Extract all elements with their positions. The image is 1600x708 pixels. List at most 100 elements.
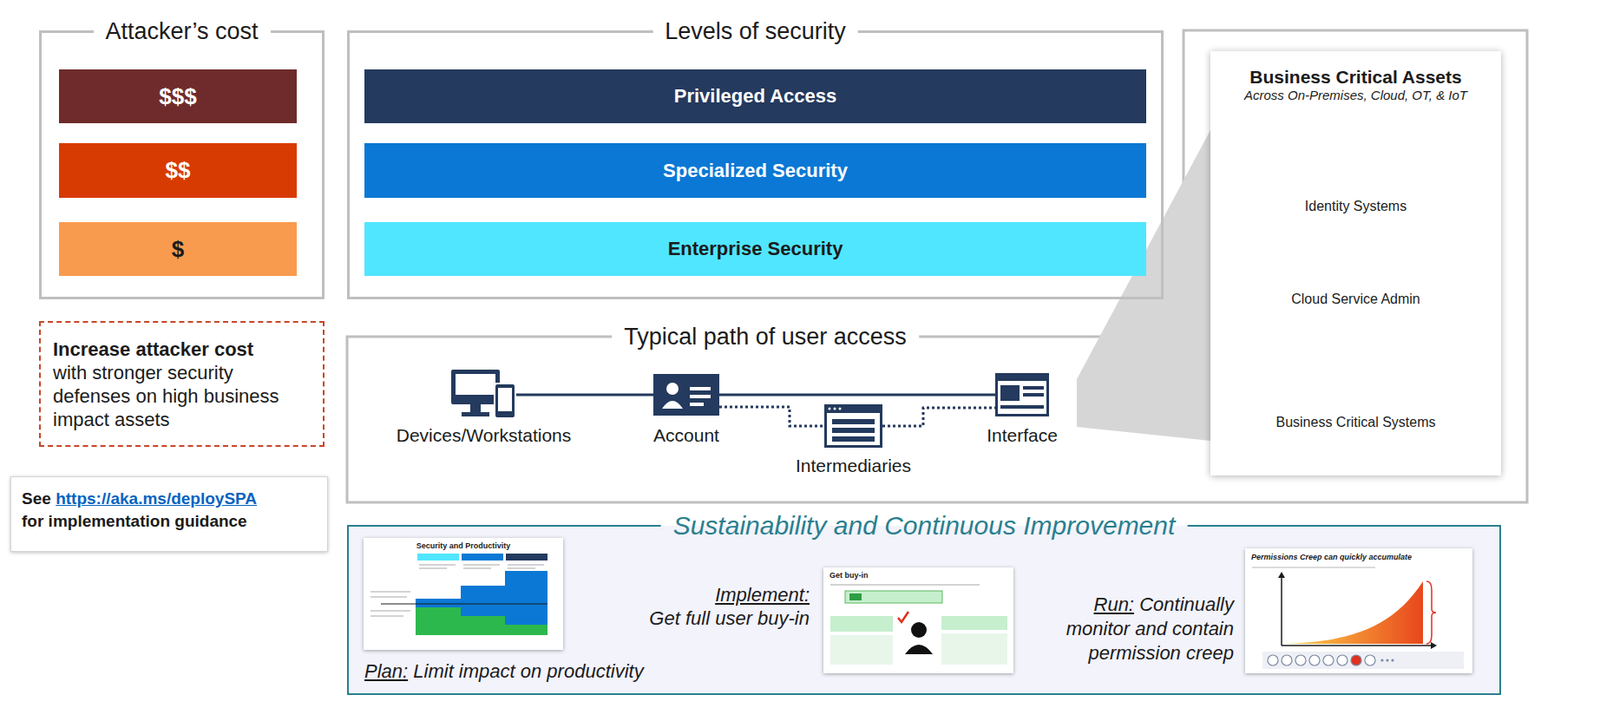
card xyxy=(653,373,720,416)
card-subtitle: Across On-Premises, Cloud, OT, & IoT xyxy=(1210,87,1502,104)
caption-group: Implement:Get full user buy-in xyxy=(549,583,810,630)
node-label: Interface xyxy=(986,425,1058,446)
monitor-stand xyxy=(470,404,481,413)
interface-icon xyxy=(995,373,1050,416)
thumb-box xyxy=(830,616,893,632)
panel-heading: Attacker’s cost xyxy=(92,17,270,46)
dotted-connector xyxy=(719,406,825,427)
guidance-text: for implementation guidance xyxy=(21,510,317,533)
cost-bar: $$ xyxy=(59,143,297,198)
cost-bar: $ xyxy=(59,222,297,276)
thumb-axis xyxy=(1281,644,1435,647)
asset-item: Identity Systems xyxy=(1210,197,1502,216)
thumbnail-title: Permissions Creep can quickly accumulate xyxy=(1251,552,1412,563)
step-text: Continually monitor and contain permissi… xyxy=(1066,593,1234,664)
thumb-axis-head xyxy=(1278,571,1437,650)
thumb-person-head xyxy=(911,622,927,638)
security-band: Specialized Security xyxy=(364,143,1147,198)
thumb-creep-area xyxy=(1283,581,1423,644)
thumb-toolbar xyxy=(1262,651,1464,669)
panel-heading: Typical path of user access xyxy=(611,322,919,351)
node-label: Devices/Workstations xyxy=(396,425,572,446)
step-name: Run: xyxy=(1094,593,1135,616)
asset-item: Business Critical Systems xyxy=(1210,413,1502,432)
intermediaries-icon xyxy=(824,404,883,447)
interface-node: Interface xyxy=(995,373,1050,417)
thumb-bar xyxy=(505,553,548,561)
sustain-panel-frame xyxy=(347,525,1501,695)
devices-node: Devices/Workstations xyxy=(451,369,517,420)
thumb-axis xyxy=(1280,574,1283,646)
access-outline xyxy=(347,30,1528,503)
plan-thumbnail xyxy=(363,537,564,650)
callout-heading: Increase attacker cost xyxy=(52,337,311,361)
thumbnail-title: Get buy-in xyxy=(829,570,869,581)
cost-panel: Attacker’s cost$$$$$$ xyxy=(39,30,325,300)
devices-icon xyxy=(451,369,516,419)
dotted-connector xyxy=(882,407,996,427)
thumb-dots xyxy=(1380,658,1394,662)
thumb-box xyxy=(845,590,943,604)
window-line xyxy=(1022,386,1044,390)
window-line xyxy=(1000,405,1044,409)
card-line xyxy=(689,402,704,407)
levels-panel: Levels of securityPrivileged AccessSpeci… xyxy=(347,30,1164,300)
thumbnail-title: Security and Productivity xyxy=(363,541,564,551)
person-body xyxy=(662,400,683,409)
monitor xyxy=(451,369,500,405)
guidance-text: See xyxy=(21,489,52,508)
window-row xyxy=(832,436,875,442)
thumb-check xyxy=(898,611,909,623)
tablet-screen xyxy=(498,387,512,412)
caption-group: Run:Continually monitor and contain perm… xyxy=(1025,592,1234,666)
guidance-link: https://aka.ms/deploySPA xyxy=(55,489,257,508)
callout-box: Increase attacker costwith stronger secu… xyxy=(39,321,325,447)
asset-item: Cloud Service Admin xyxy=(1210,290,1502,309)
plan-thumbnail-node: Security and Productivity xyxy=(363,537,564,650)
connector-line xyxy=(719,393,996,397)
card-line xyxy=(689,394,711,399)
thumb-box xyxy=(941,633,1008,665)
thumb-buttons xyxy=(1267,655,1376,666)
thumb-line xyxy=(830,583,980,586)
implement-thumbnail-node: Get buy-in xyxy=(823,567,1014,674)
security-band: Privileged Access xyxy=(364,69,1147,124)
window-bar xyxy=(995,373,1050,381)
thumb-security-steps xyxy=(415,570,548,636)
assets-card: Business Critical AssetsAcross On-Premis… xyxy=(1210,51,1502,476)
band-label: Enterprise Security xyxy=(668,237,844,261)
thumb-bar xyxy=(417,553,460,561)
run-thumbnail-node: Permissions Creep can quickly accumulate xyxy=(1245,548,1473,674)
card-title: Business Critical Assets xyxy=(1210,66,1502,88)
node-label: Intermediaries xyxy=(795,455,912,477)
security-band: Enterprise Security xyxy=(364,222,1147,276)
card-line xyxy=(689,386,711,391)
thumb-brace xyxy=(1426,581,1437,644)
cost-level: $$ xyxy=(165,157,191,184)
window-bar xyxy=(824,404,883,414)
caption-group: Plan:Limit impact on productivity xyxy=(364,659,747,683)
step-text: Get full user buy-in xyxy=(549,606,810,630)
monitor-base xyxy=(461,412,490,417)
cost-level: $$$ xyxy=(158,83,197,111)
thumb-card xyxy=(823,567,1014,674)
implement-thumbnail xyxy=(823,567,1014,674)
window-dot xyxy=(839,407,842,411)
tablet xyxy=(494,383,516,419)
monitor-screen xyxy=(455,373,496,395)
panel-heading: Sustainability and Continuous Improvemen… xyxy=(661,510,1188,542)
cost-level: $ xyxy=(171,236,184,263)
account-node: Account xyxy=(653,373,720,416)
callout-body: with stronger security defenses on high … xyxy=(52,360,311,432)
thumb-bar xyxy=(461,553,504,561)
thumb-box xyxy=(849,593,862,601)
band-label: Privileged Access xyxy=(674,85,838,108)
account-icon xyxy=(653,373,720,416)
guidance-box: Seehttps://aka.ms/deploySPA for implement… xyxy=(10,476,328,552)
node-label: Account xyxy=(653,425,720,446)
window-row xyxy=(832,427,875,433)
cost-bar: $$$ xyxy=(59,69,297,124)
intermediaries-node: Intermediaries xyxy=(824,404,883,448)
thumb-card xyxy=(363,537,564,650)
